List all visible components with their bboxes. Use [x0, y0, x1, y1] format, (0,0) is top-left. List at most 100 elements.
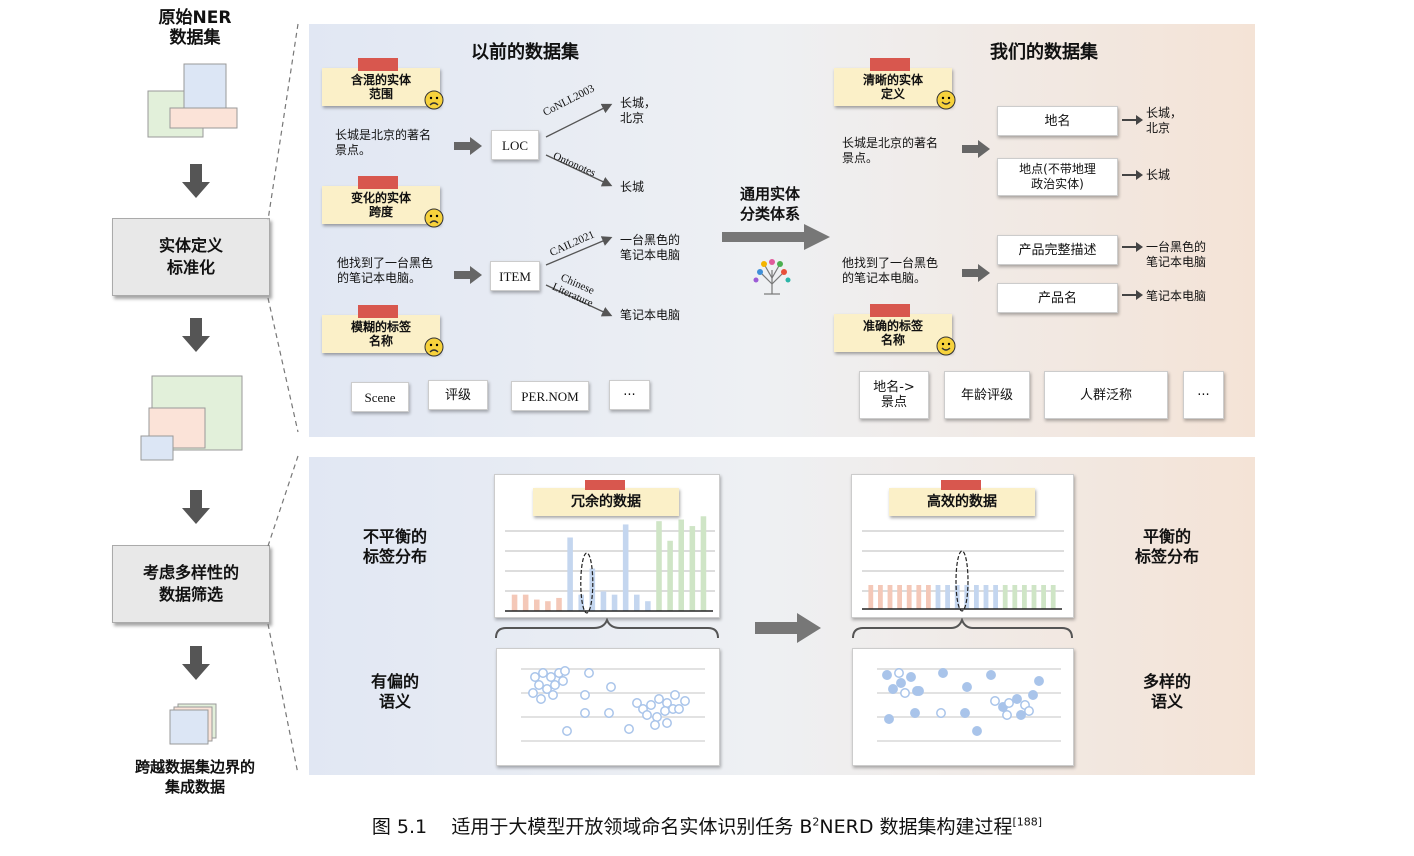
caption-text2: NERD 数据集构建过程	[819, 816, 1013, 838]
scatter-point	[652, 712, 662, 722]
scatter-point	[558, 676, 568, 686]
integrated-dataset-title: 跨越数据集边界的 集成数据	[134, 758, 255, 796]
bar	[600, 591, 607, 611]
scatter-point	[896, 678, 906, 688]
scatter-point	[1004, 698, 1014, 708]
our-output-1: 长城， 北京	[1146, 106, 1183, 135]
scatter-point	[530, 672, 540, 682]
tag-scene: Scene	[351, 382, 409, 412]
bar	[556, 597, 562, 611]
our-output-3: 一台黑色的 笔记本电脑	[1146, 240, 1207, 269]
tag-more: ···	[1183, 371, 1224, 419]
bottom-panel	[309, 457, 1255, 775]
bar	[868, 585, 874, 609]
tag-rating: 评级	[428, 380, 488, 410]
scatter-point	[674, 704, 684, 714]
scatter-point	[580, 690, 590, 700]
bar	[878, 585, 883, 609]
tag-age-rating: 年龄评级	[944, 371, 1030, 419]
bar	[926, 585, 931, 609]
scatter-point	[894, 668, 904, 678]
diverse-semantics-card	[852, 648, 1074, 766]
figure-caption: 图 5.1 适用于大模型开放领域命名实体识别任务 B2NERD 数据集构建过程[…	[0, 812, 1414, 839]
sad-face-icon	[424, 337, 444, 357]
right-arrow-icon	[454, 266, 482, 284]
bar	[700, 516, 707, 611]
prev-output-2: 长城	[620, 180, 645, 194]
big-right-arrow-icon	[755, 613, 821, 643]
prev-output-4: 笔记本电脑	[620, 308, 681, 322]
scatter-point	[962, 682, 972, 692]
left-brace	[495, 618, 719, 639]
scatter-point	[528, 688, 538, 698]
down-arrow-icon	[182, 164, 210, 198]
scatter-point	[662, 718, 672, 728]
sentence-great-wall: 长城是北京的著名 景点。	[335, 128, 432, 157]
scatter-point	[990, 696, 1000, 706]
scatter-point	[546, 672, 556, 682]
universal-taxonomy-label: 通用实体 分类体系	[739, 185, 800, 223]
scatter-point	[960, 708, 970, 718]
biased-scatter	[521, 666, 705, 742]
sentence-laptop: 他找到了一台黑色 的笔记本电脑。	[337, 256, 434, 285]
label-place-name: 地名	[997, 106, 1118, 136]
scatter-point	[624, 724, 634, 734]
our-sentence-great-wall: 长城是北京的著名 景点。	[842, 136, 939, 165]
bar	[993, 585, 998, 609]
prev-output-3: 一台黑色的 笔记本电脑	[620, 233, 681, 262]
scatter-point	[548, 690, 558, 700]
scatter-point	[560, 666, 570, 676]
biased-semantics-card	[496, 648, 720, 766]
scatter-point	[534, 680, 544, 690]
scatter-point	[538, 668, 548, 678]
small-arrows	[1122, 115, 1143, 300]
bar	[611, 594, 618, 611]
dataset-mapping-edges	[545, 103, 613, 317]
label-loc: LOC	[491, 130, 539, 160]
dashed-connectors	[267, 23, 299, 775]
happy-face-icon	[936, 90, 956, 110]
scatter-point	[938, 668, 948, 678]
redundant-bar-chart	[505, 516, 715, 614]
bar	[678, 519, 684, 611]
bar	[667, 540, 673, 611]
scatter-point	[550, 680, 560, 690]
our-output-2: 长城	[1146, 168, 1171, 182]
scatter-point	[584, 668, 594, 678]
diverse-scatter	[877, 668, 1061, 742]
scatter-point	[882, 670, 892, 680]
big-right-arrow-icon	[722, 224, 830, 250]
bar	[906, 585, 912, 609]
caption-sup: 2	[812, 815, 820, 829]
integrated-dataset-icon	[169, 703, 217, 745]
note-accurate-label: 准确的标签 名称	[834, 304, 956, 356]
scatter-point	[646, 700, 656, 710]
scatter-point	[1002, 710, 1012, 720]
diverse-label: 多样的 语义	[1142, 672, 1191, 711]
note-vague-label: 模糊的标签 名称	[322, 305, 444, 357]
our-sentence-laptop: 他找到了一台黑色 的笔记本电脑。	[842, 256, 939, 285]
bar	[511, 594, 518, 611]
bar	[1050, 585, 1056, 609]
biased-label: 有偏的 语义	[370, 672, 419, 711]
happy-face-icon	[936, 336, 956, 356]
raw-dataset-icon	[147, 63, 238, 138]
bar	[567, 537, 573, 611]
scatter-point	[1024, 706, 1034, 716]
down-arrow-icon	[182, 490, 210, 524]
scatter-point	[1028, 690, 1038, 700]
scatter-point	[910, 708, 920, 718]
scatter-point	[536, 694, 546, 704]
balanced-label: 平衡的 标签分布	[1134, 527, 1199, 566]
bar	[545, 601, 551, 611]
scatter-point	[632, 698, 642, 708]
sad-face-icon	[424, 90, 444, 110]
scatter-point	[654, 694, 664, 704]
highlight-ellipse	[955, 550, 969, 612]
note-ambiguous-range: 含混的实体 范围	[322, 58, 444, 110]
caption-text: 适用于大模型开放领域命名实体识别任务 B	[451, 816, 813, 838]
scatter-point	[1012, 694, 1022, 704]
bar	[1041, 585, 1046, 609]
scatter-point	[670, 690, 680, 700]
tag-per-nom: PER.NOM	[511, 381, 589, 411]
